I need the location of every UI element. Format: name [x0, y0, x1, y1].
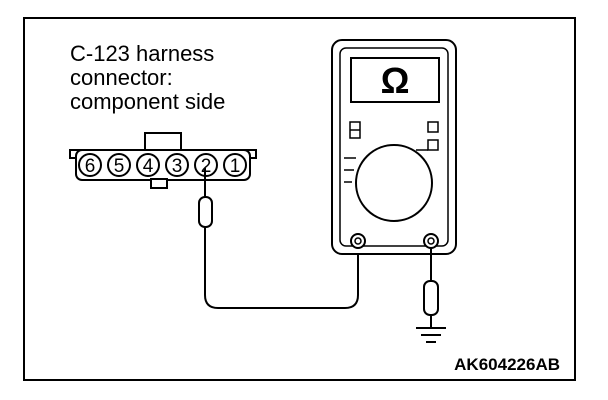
connector-pin-3 [165, 153, 189, 177]
connector-pin-4 [136, 153, 160, 177]
connector-pin-label: 4 [143, 156, 154, 177]
connector-pin-label: 5 [114, 156, 125, 177]
ground-symbol-icon [416, 327, 446, 343]
connector-pin-5 [107, 153, 131, 177]
test-lead-wire [204, 227, 359, 309]
figure-frame [23, 17, 576, 381]
connector-pin-1 [223, 153, 247, 177]
meter-display-symbol: Ω [381, 60, 410, 101]
ground-probe-tip [423, 280, 439, 316]
connector-latch [144, 132, 182, 152]
connector-pin-6 [78, 153, 102, 177]
connector-pin-label: 6 [85, 156, 96, 177]
meter-display [350, 57, 440, 103]
caption-line-3: component side [70, 89, 226, 114]
meter-switch-right-top [427, 121, 439, 133]
figure-id: AK604226AB [454, 355, 560, 374]
ohmmeter-icon: Ω [331, 39, 457, 255]
connector-pin-label: 3 [172, 156, 183, 177]
caption-line-2: connector: [70, 65, 173, 90]
connector-caption: C-123 harness connector: component side [70, 42, 225, 114]
caption-line-1: C-123 harness [70, 41, 215, 66]
connector-pin-label: 2 [201, 156, 212, 177]
connector-pin-label: 1 [230, 156, 241, 177]
meter-switch-right-bottom [427, 139, 439, 151]
test-probe-ground [423, 248, 439, 328]
connector-key [150, 178, 168, 189]
meter-rotary-dial [355, 144, 433, 222]
probe-tip [198, 196, 213, 228]
